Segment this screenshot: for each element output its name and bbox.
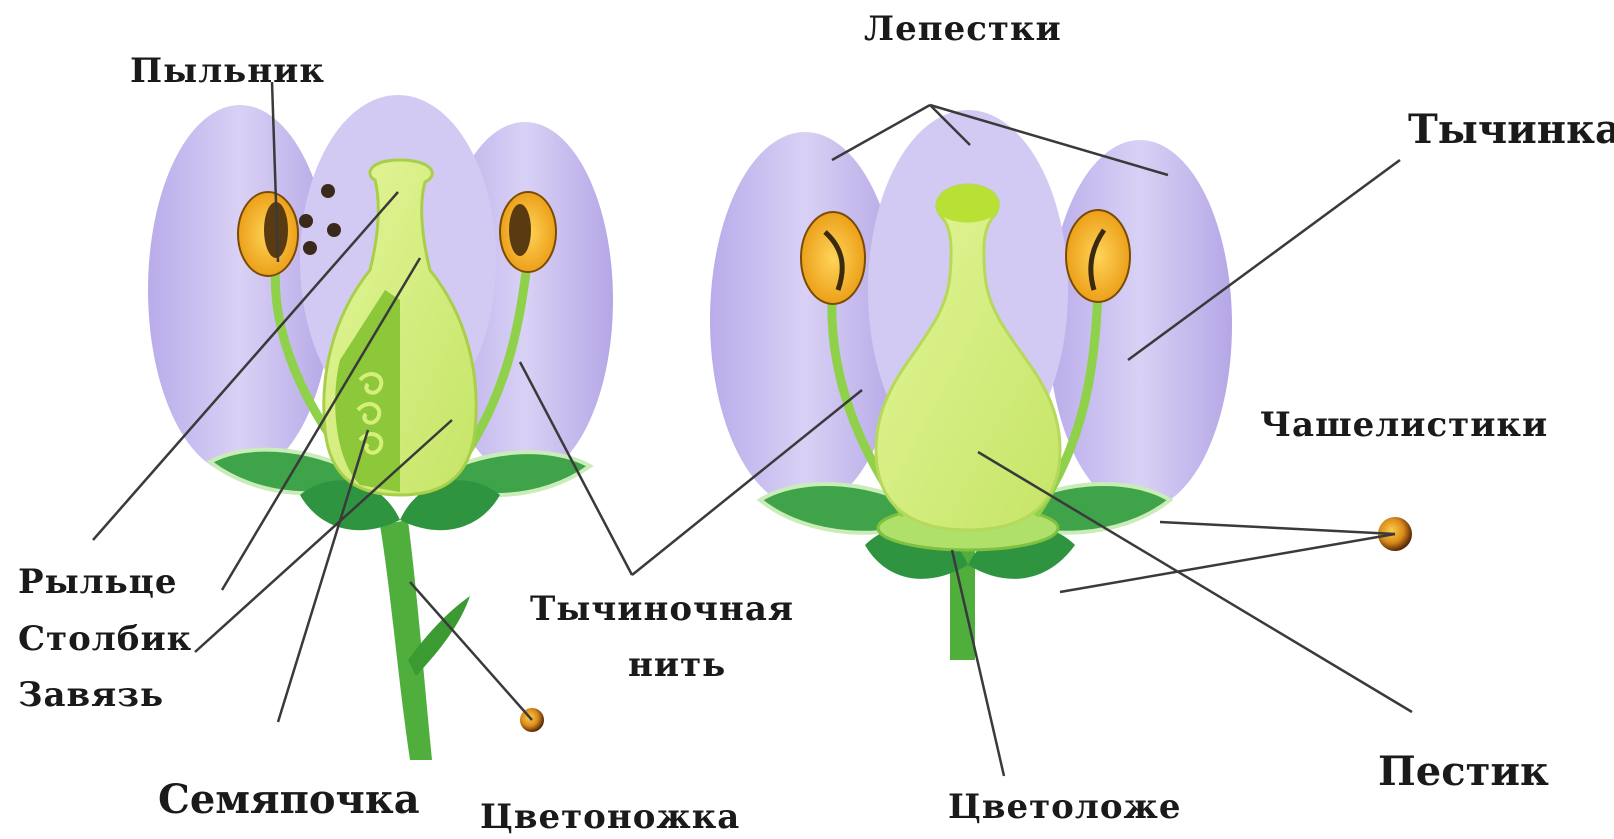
right-anther-right bbox=[1066, 210, 1130, 302]
right-flower bbox=[710, 110, 1412, 660]
label-sepals: Чашелистики bbox=[1260, 408, 1548, 442]
label-anther: Пыльник bbox=[130, 54, 325, 88]
label-pistil: Пестик bbox=[1378, 752, 1549, 792]
line-pistil bbox=[978, 452, 1412, 712]
label-stigma: Рыльце bbox=[18, 565, 177, 599]
right-anther-left bbox=[801, 212, 865, 304]
line-receptacle bbox=[952, 550, 1004, 776]
label-filament-line2: нить bbox=[628, 648, 726, 682]
label-petals: Лепестки bbox=[864, 12, 1062, 46]
label-receptacle: Цветоложе bbox=[948, 790, 1181, 824]
label-filament-line1: Тычиночная bbox=[530, 592, 794, 626]
label-ovary: Завязь bbox=[18, 678, 164, 712]
left-anther-right-pollen bbox=[509, 204, 531, 256]
pollen-grain bbox=[303, 241, 317, 255]
pollen-grain bbox=[321, 184, 335, 198]
left-flower bbox=[148, 95, 613, 760]
label-ovule: Семяпочка bbox=[158, 780, 420, 820]
right-petal-right bbox=[1048, 140, 1232, 510]
label-style: Столбик bbox=[18, 622, 192, 656]
pollen-grain bbox=[299, 214, 313, 228]
label-pedicel: Цветоножка bbox=[480, 800, 740, 834]
line-sepals-1 bbox=[1160, 522, 1395, 534]
pollen-grain bbox=[327, 223, 341, 237]
line-sepals-2 bbox=[1060, 534, 1395, 592]
label-stamen: Тычинка bbox=[1408, 110, 1614, 150]
